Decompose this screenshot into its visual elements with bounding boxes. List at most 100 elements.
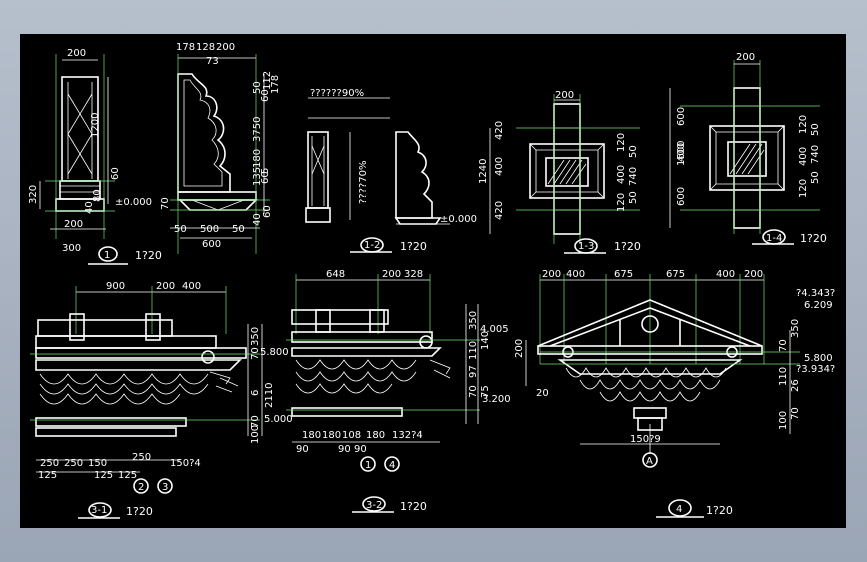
v2-dim-b2: 50 <box>232 224 245 235</box>
v3-level: ±0.000 <box>440 214 477 225</box>
v5-tag: 1-4 <box>766 233 782 244</box>
v6-dim-b3: 250 <box>132 452 151 463</box>
v8-dim-top-2: 675 <box>614 269 633 280</box>
v7-tag: 3-2 <box>366 500 382 511</box>
v1-dim-top: 200 <box>67 48 86 59</box>
v2-dim-left: 70 <box>160 197 171 210</box>
v2-dim-b0: 50 <box>174 224 187 235</box>
v2-dim-s8: 60 <box>260 171 271 184</box>
v2-dim-s0: 50 <box>252 81 263 94</box>
v8-dim-r2: 110 <box>778 367 789 386</box>
cad-drawing-canvas: 200 1200 320 60 40 80 ±0.000 200 300 1 1… <box>20 34 846 528</box>
v8-axis: A <box>646 456 653 467</box>
v6-circle-2: 2 <box>138 482 144 493</box>
v8-level-1: 6.209 <box>804 300 833 311</box>
v2-dim-top-3: 200 <box>216 42 235 53</box>
v8-dim-left-1: 20 <box>536 388 549 399</box>
v2-dim-s7: 5 <box>260 168 271 174</box>
v2-dim-top-2: 128 <box>196 42 215 53</box>
v1-tag: 1 <box>104 250 110 261</box>
v5-dim-s2: 400 <box>676 143 687 162</box>
v7-dim-s2: 140 <box>480 331 491 350</box>
v7-dim-b3: 180 <box>366 430 385 441</box>
v5-dim-r4: 740 <box>810 145 821 164</box>
v6-circle-3: 3 <box>162 482 168 493</box>
v8-level-3: ?3.934? <box>796 364 835 375</box>
drawing-svg: 200 1200 320 60 40 80 ±0.000 200 300 1 1… <box>28 42 835 519</box>
v8-dim-top-0: 200 <box>542 269 561 280</box>
v8-dim-r1: 350 <box>790 319 801 338</box>
v7-level-1: 3.200 <box>482 394 511 405</box>
v6-scale: 1?20 <box>126 505 153 518</box>
v5-dim-r0: 120 <box>798 115 809 134</box>
v2-dim-s6: 135 <box>252 167 263 186</box>
v8-dim-top-4: 400 <box>716 269 735 280</box>
v7-dim-b1: 180 <box>322 430 341 441</box>
v1-dim-height: 1200 <box>90 113 101 138</box>
v1-dim-bottom: 200 <box>64 219 83 230</box>
v5-dim-r2: 120 <box>798 179 809 198</box>
v3-note-side: ????70% <box>358 161 369 204</box>
v1-dim-60: 60 <box>110 167 121 180</box>
view-1-column-elevation: 200 1200 320 60 40 80 ±0.000 200 300 1 1… <box>28 48 162 265</box>
v8-level-2: 5.800 <box>804 353 833 364</box>
v6-dim-top-0: 900 <box>106 281 125 292</box>
v7-dim-s0: 350 <box>468 311 479 330</box>
v7-circle-4: 4 <box>389 460 395 471</box>
v4-dim-r2: 120 <box>616 193 627 212</box>
v4-dim-r3: 50 <box>628 145 639 158</box>
v4-dim-r5: 50 <box>628 191 639 204</box>
v5-dim-r1: 400 <box>798 147 809 166</box>
v8-dim-r0: 70 <box>778 339 789 352</box>
v8-dim-r4: 100 <box>778 411 789 430</box>
v6-dim-b6: 125 <box>94 470 113 481</box>
v4-dim-r1: 400 <box>616 165 627 184</box>
v7-dim-s3: 70 <box>468 385 479 398</box>
view-5-plan-section: 200 1600 600 400 600 120 400 120 50 740 … <box>669 52 827 245</box>
v2-dim-s3: 112 <box>262 71 273 90</box>
v5-dim-r5: 50 <box>810 171 821 184</box>
v1-level: ±0.000 <box>115 197 152 208</box>
v4-dim-s2: 420 <box>494 121 505 140</box>
v5-dim-r3: 50 <box>810 123 821 136</box>
v7-circle-1: 1 <box>365 460 371 471</box>
v6-dim-top-1: 200 <box>156 281 175 292</box>
v4-dim-r4: 740 <box>628 167 639 186</box>
v6-tag: 3-1 <box>91 505 107 516</box>
v2-dim-s10: 40 <box>252 213 263 226</box>
v2-dim-b3: 600 <box>202 239 221 250</box>
v6-level-1: 5.000 <box>264 414 293 425</box>
v3-tag: 1-2 <box>364 240 380 251</box>
view-6-eave-elevation: 900 200 400 350 70 6 2110 70 100 5.800 5… <box>30 281 293 519</box>
v7-dim-top-1: 200 <box>382 269 401 280</box>
v7-dim-b5: 90 <box>296 444 309 455</box>
v3-note-top: ??????90% <box>310 88 364 99</box>
v3-scale: 1?20 <box>400 240 427 253</box>
v8-dim-top-1: 400 <box>566 269 585 280</box>
v1-dim-bottom-2: 300 <box>62 243 81 254</box>
v8-dim-r3: 26 <box>790 379 801 392</box>
v8-dim-top-3: 675 <box>666 269 685 280</box>
v2-dim-top-4: 73 <box>206 56 219 67</box>
v2-dim-s5: 180 <box>252 149 263 168</box>
v2-dim-s9: 60 <box>262 205 273 218</box>
v6-dim-b7: 125 <box>118 470 137 481</box>
v7-dim-top-0: 648 <box>326 269 345 280</box>
v6-dim-s2: 6 <box>250 390 261 396</box>
v6-dim-s4: 70 <box>250 415 261 428</box>
v8-dim-r5: 70 <box>790 407 801 420</box>
v2-dim-s1: 178 <box>270 75 281 94</box>
v7-dim-s1: 110 <box>468 341 479 360</box>
v7-dim-b6: 90 <box>338 444 351 455</box>
v7-dim-b4: 132?4 <box>392 430 423 441</box>
v6-dim-b5: 125 <box>38 470 57 481</box>
v2-dim-top-1: 178 <box>176 42 195 53</box>
v7-dim-b0: 180 <box>302 430 321 441</box>
view-7-eave-elevation: 648 200 328 350 110 140 70 97 75 4.005 3… <box>286 269 511 513</box>
v6-dim-b0: 250 <box>40 458 59 469</box>
v4-dim-top: 200 <box>555 90 574 101</box>
v8-dim-b0: 150?9 <box>630 434 661 445</box>
v4-scale: 1?20 <box>614 240 641 253</box>
v7-dim-b2: 108 <box>342 430 361 441</box>
